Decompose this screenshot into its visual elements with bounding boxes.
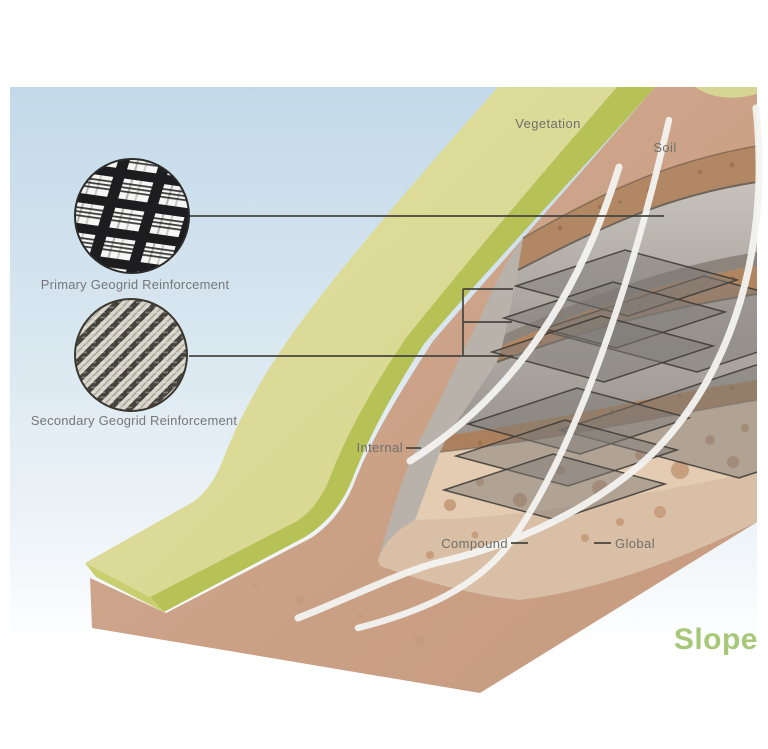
vegetation-label: Vegetation [515, 116, 580, 131]
secondary-geogrid-label: Secondary Geogrid Reinforcement [31, 413, 238, 428]
vegetation-toe-face [85, 563, 164, 612]
compound-label: Compound [441, 536, 508, 551]
vegetation-crest-wedge [695, 87, 757, 98]
vegetation-dark-strip [150, 87, 655, 612]
secondary-geogrid-inset [74, 298, 188, 412]
apron-speckles [252, 582, 425, 645]
internal-label: Internal [356, 440, 403, 455]
secondary-inset-ring [74, 298, 188, 412]
failure-surfaces [294, 104, 763, 632]
vegetation-layer [85, 87, 617, 597]
global-label: Global [615, 536, 655, 551]
soil-label: Soil [653, 140, 676, 155]
cut-top-edge [522, 145, 758, 239]
primary-geogrid-inset [74, 158, 190, 274]
internal-failure-curve [406, 163, 623, 465]
primary-geogrid-label: Primary Geogrid Reinforcement [41, 277, 230, 292]
slope-caption: Slope [674, 623, 758, 656]
primary-inset-ring [74, 158, 190, 274]
global-failure-curve [294, 104, 763, 622]
leader-lines [189, 215, 664, 544]
secondary-leader-bracket [189, 288, 513, 357]
compound-failure-curve [354, 116, 673, 632]
